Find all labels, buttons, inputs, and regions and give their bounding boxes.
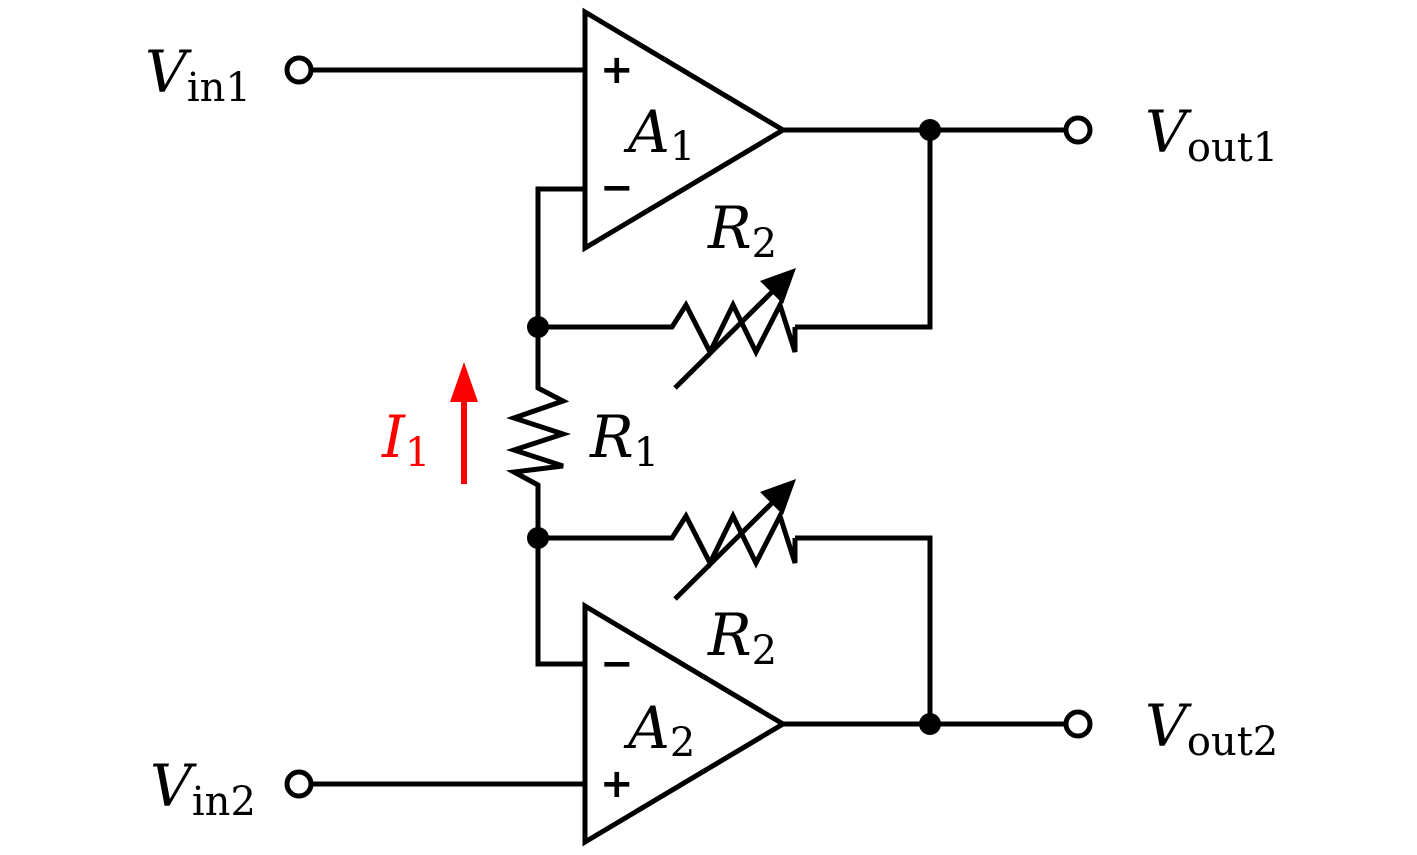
junction-vout1	[919, 119, 941, 141]
opamp-a2-minus-sign: −	[600, 641, 634, 687]
label-vin2: Vin2	[150, 752, 256, 825]
opamp-a1-plus-sign: +	[600, 47, 634, 93]
resistor-r2-bottom-arrow-shaft	[673, 501, 774, 601]
label-vout1: Vout1	[1145, 98, 1278, 171]
opamp-a2-label: A2	[623, 694, 695, 766]
opamp-a2-triangle	[582, 601, 788, 847]
resistor-r2-bottom	[538, 479, 798, 601]
label-r2-bottom: R2	[707, 601, 777, 674]
terminal-vin1	[284, 55, 314, 85]
label-i1: I1	[381, 403, 430, 476]
resistor-r2-top-zigzag	[538, 298, 798, 358]
resistor-r2-top-arrow-head	[760, 268, 796, 304]
wire-a2-minus	[535, 538, 585, 667]
wire-feedback-bottom	[795, 535, 933, 724]
opamp-a1-label: A1	[623, 98, 695, 170]
current-i1-arrow-head	[450, 362, 478, 402]
junction-vout2	[919, 713, 941, 735]
current-i1-arrow	[450, 362, 478, 484]
terminal-vout1	[1063, 115, 1093, 145]
opamp-a1-triangle	[582, 7, 788, 253]
resistor-r1	[505, 327, 572, 538]
opamp-a2: − + A2	[582, 601, 788, 847]
label-vin1: Vin1	[145, 38, 251, 111]
resistor-r2-top	[538, 268, 798, 390]
label-r1: R1	[589, 403, 659, 476]
wire-feedback-top	[795, 130, 933, 330]
opamp-a1-minus-sign: −	[600, 165, 634, 211]
opamp-a1: + − A1	[582, 7, 788, 253]
label-vout2: Vout2	[1145, 692, 1278, 765]
label-r2-top: R2	[707, 194, 777, 267]
resistor-r2-bottom-arrow-head	[760, 479, 796, 515]
resistor-r2-top-arrow-shaft	[673, 290, 774, 390]
opamp-a2-plus-sign: +	[600, 761, 634, 807]
junction-r1-top	[527, 316, 549, 338]
terminal-vin2	[284, 769, 314, 799]
wire-a1-minus	[535, 186, 585, 327]
terminal-vout2	[1063, 709, 1093, 739]
resistor-r2-bottom-zigzag	[538, 509, 798, 569]
junction-r1-bottom	[527, 527, 549, 549]
